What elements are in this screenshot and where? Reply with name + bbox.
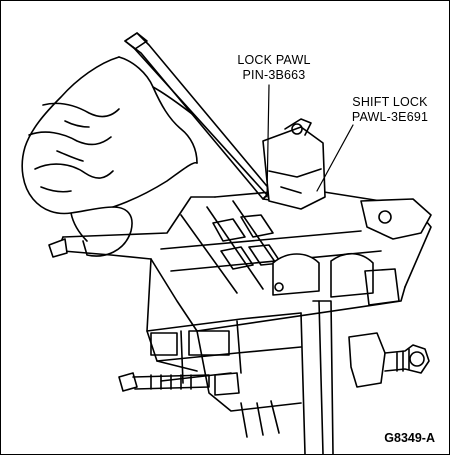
hand-drawing [21, 56, 226, 257]
figure-id: G8349-A [384, 431, 435, 445]
lock-pawl-pin-label-line2: PIN-3B663 [242, 68, 306, 82]
shift-lock-pawl-label-line2: PAWL-3E691 [351, 110, 429, 124]
lock-pawl-pin-label-line1: LOCK PAWL [237, 53, 311, 67]
shift-lock-pawl-label-line1: SHIFT LOCK [352, 95, 428, 109]
leader-lock-pawl-pin [266, 84, 270, 198]
leader-lines [266, 84, 354, 198]
leader-shift-lock-pawl [316, 124, 354, 192]
lock-pawl-pin-label: LOCK PAWL PIN-3B663 [229, 53, 319, 83]
shifter-base [48, 118, 432, 454]
shift-lock-pawl-label: SHIFT LOCK PAWL-3E691 [331, 95, 449, 125]
punch-tool [124, 32, 278, 202]
